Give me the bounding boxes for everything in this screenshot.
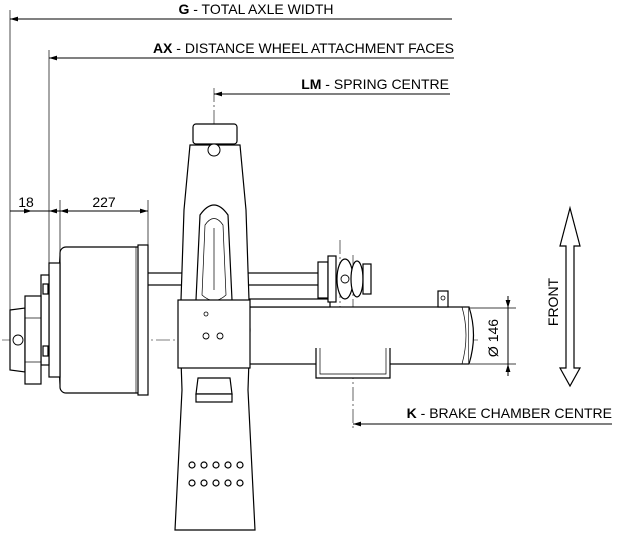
dimension-tube-diameter: Ø 146 [470, 296, 516, 376]
offset-value: 18 [18, 194, 34, 210]
camshaft [144, 255, 372, 308]
label-total-axle-width: G - TOTAL AXLE WIDTH [178, 1, 333, 17]
brake-drum [9, 244, 149, 396]
label-spring-centre: LM - SPRING CENTRE [301, 76, 449, 92]
dimension-spring-centre: LM - SPRING CENTRE [214, 76, 450, 97]
front-direction-arrow: FRONT [545, 205, 582, 388]
dimension-wheel-attachment-faces: AX - DISTANCE WHEEL ATTACHMENT FACES [48, 40, 454, 320]
bolt-hole-pattern [188, 461, 244, 487]
label-wheel-attachment-faces: AX - DISTANCE WHEEL ATTACHMENT FACES [153, 40, 454, 56]
axle-tube [239, 290, 475, 365]
dimension-brake-chamber-centre: K - BRAKE CHAMBER CENTRE [353, 405, 612, 427]
dimension-hub: 227 [60, 194, 149, 245]
hub-value: 227 [92, 194, 116, 210]
dimension-total-axle-width: G - TOTAL AXLE WIDTH [9, 1, 452, 310]
trailing-arm [174, 123, 256, 531]
label-brake-chamber-centre: K - BRAKE CHAMBER CENTRE [407, 405, 612, 421]
dimension-offset: 18 [10, 194, 61, 265]
tube-diameter-value: Ø 146 [485, 319, 501, 357]
front-label: FRONT [545, 277, 561, 326]
u-bolt-clamp [315, 348, 391, 379]
